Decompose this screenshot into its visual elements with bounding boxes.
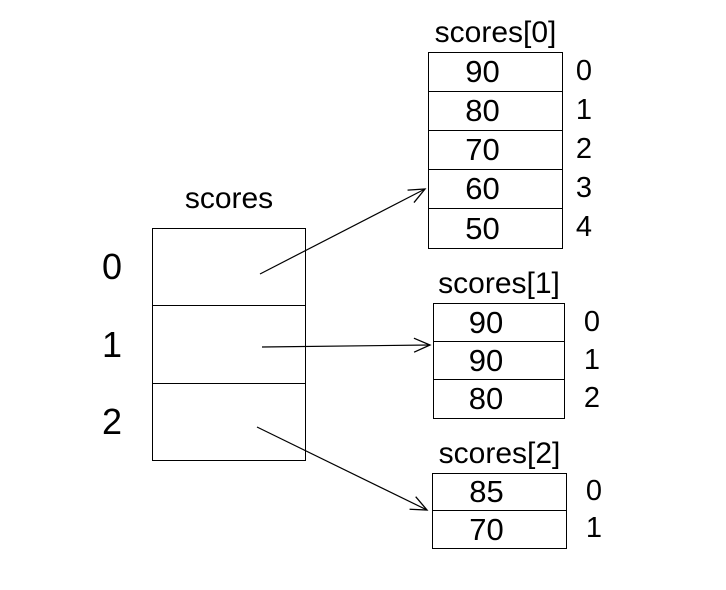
cell-index-label: 1	[575, 94, 593, 126]
sub-array-scores-1: scores[1] 90 90 80 0 1 2	[433, 267, 600, 419]
cell-index-label: 1	[585, 512, 603, 544]
cell-index-label: 2	[575, 133, 593, 165]
main-array-slot-1	[153, 306, 305, 384]
array-cell-value: 80	[468, 381, 504, 416]
sub-array-0-table: 90 80 70 60 50	[428, 52, 563, 249]
main-index-label-0: 0	[101, 245, 123, 287]
array-cell-value: 70	[429, 131, 562, 170]
array-cell-value: 80	[429, 92, 562, 131]
sub-array-scores-2: scores[2] 85 70 0 1	[432, 437, 602, 549]
array-cell-value: 90	[429, 53, 562, 92]
main-array-slot-2	[153, 384, 305, 460]
array-cell-value: 90	[434, 304, 564, 342]
array-cell-value: 90	[434, 342, 564, 380]
main-array-title: scores	[184, 182, 274, 215]
sub-array-1-index-column: 0 1 2	[577, 303, 607, 417]
array-cell-value: 50	[465, 210, 500, 246]
sub-array-1-table: 90 90 80	[433, 303, 565, 419]
sub-array-scores-0: scores[0] 90 80 70 60 50 0 1 2 3 4	[428, 16, 592, 249]
main-array-index-column: 0 1 2	[92, 228, 132, 461]
cell-index-label: 3	[575, 172, 593, 204]
main-index-label-1: 1	[101, 323, 123, 365]
sub-array-2-table: 85 70	[432, 473, 567, 549]
array-cell-value: 60	[429, 170, 562, 209]
cell-index-label: 0	[583, 305, 601, 338]
sub-array-2-index-column: 0 1	[579, 473, 609, 547]
array-cell-value: 70	[469, 511, 504, 547]
sub-array-2-title: scores[2]	[438, 437, 561, 470]
cell-index-label: 1	[583, 343, 601, 376]
main-array-box	[152, 228, 306, 461]
array-cell-value: 85	[433, 474, 566, 511]
cell-index-label: 0	[575, 55, 593, 87]
sub-array-1-title: scores[1]	[438, 267, 560, 300]
cell-index-label: 2	[583, 381, 601, 414]
cell-index-label: 4	[575, 211, 593, 243]
sub-array-0-index-column: 0 1 2 3 4	[569, 52, 599, 247]
sub-array-0-title: scores[0]	[434, 16, 557, 49]
cell-index-label: 0	[585, 475, 603, 507]
main-array-slot-0	[153, 229, 305, 307]
main-index-label-2: 2	[101, 401, 123, 443]
